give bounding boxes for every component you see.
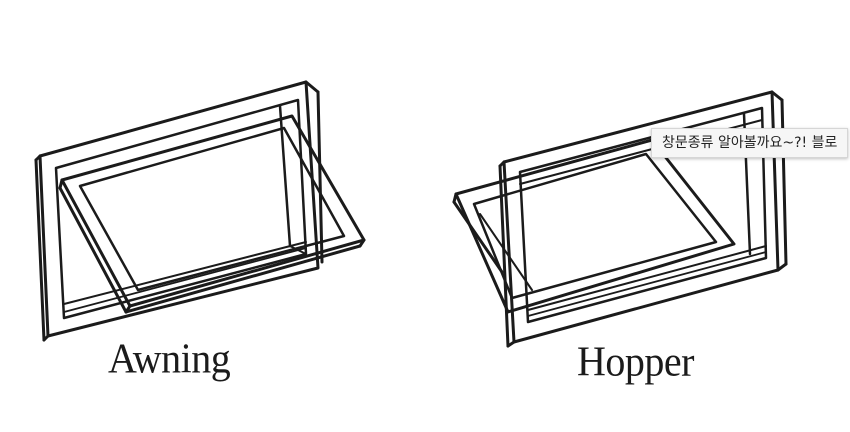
awning-sash (58, 114, 366, 314)
awning-frame (34, 80, 324, 342)
hopper-sash (452, 138, 736, 314)
hopper-caption: Hopper (577, 337, 694, 386)
awning-window-drawing (34, 80, 366, 342)
tooltip-text: 창문종류 알아볼까요~?! 블로 (662, 135, 838, 151)
image-title-tooltip: 창문종류 알아볼까요~?! 블로 (651, 128, 849, 158)
awning-caption: Awning (108, 334, 231, 383)
